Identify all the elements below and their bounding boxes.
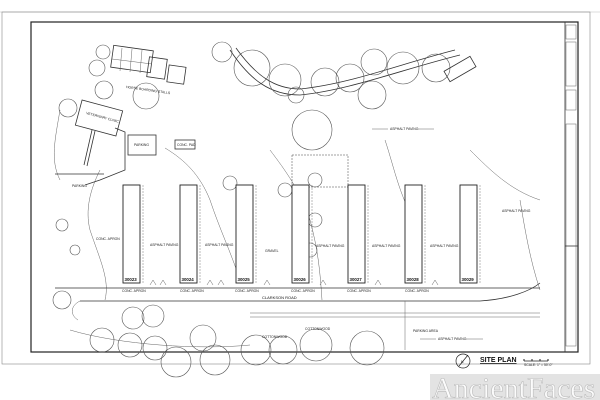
asphalt-top-label: ASPHALT PAVING (390, 127, 419, 131)
asphalt-label: ASPHALT PAVING (430, 244, 459, 248)
road-name: CLARKSON ROAD (262, 295, 297, 300)
small-structure (443, 55, 477, 83)
conc-pad-label: CONC. PAD (177, 143, 196, 147)
watermark-logo: AncientFaces (432, 372, 595, 400)
asphalt-bottom-label: ASPHALT PAVING (438, 337, 467, 341)
horse-stalls-label: HORSE BOARDING STALLS (126, 85, 171, 95)
conc-apron-label: CONC. APRON (122, 289, 146, 293)
asphalt-label: ASPHALT PAVING (150, 243, 179, 247)
outer-frame (1, 11, 591, 365)
clarkson-road: CLARKSON ROAD (55, 282, 541, 321)
fenced-area (291, 154, 349, 188)
parking-lot: PARKING PARKING CONC. PAD (55, 134, 196, 188)
building-number: 30027 (350, 277, 363, 282)
north-arrow: N (455, 353, 471, 369)
asphalt-label: ASPHALT PAVING (316, 244, 345, 248)
building-number: 30029 (462, 277, 475, 282)
building-number: 30028 (407, 277, 420, 282)
cottonwood-label: COTTONWOOD (262, 335, 288, 339)
contour-lines (53, 109, 541, 348)
asphalt-label: ASPHALT PAVING (205, 243, 234, 247)
conc-apron-label: CONC. APRON (180, 289, 204, 293)
building-30027: 30027 (347, 184, 366, 284)
drawing-frame (30, 21, 579, 353)
asphalt-paving-top: ASPHALT PAVING (372, 127, 434, 131)
building-number: 30024 (182, 277, 195, 282)
scale-bar (523, 359, 549, 362)
drawing-title: SITE PLAN (480, 357, 517, 364)
conc-apron-label: CONC. APRON (291, 289, 315, 293)
parking-left-label: PARKING (72, 184, 87, 188)
fence-notches (149, 279, 439, 286)
title-block (564, 22, 578, 352)
conc-apron-label: CONC. APRON (235, 289, 259, 293)
parking-area-label: PARKING AREA (413, 329, 439, 333)
curved-drive (229, 47, 461, 96)
building-30024: 30024 (179, 184, 198, 284)
vet-clinic-label: VETERINARY CLINIC (86, 111, 120, 124)
buildings: 30023 30024 30025 30026 30027 30028 3002… (122, 184, 478, 284)
conc-apron-label: CONC. APRON (347, 289, 371, 293)
gravel-label: GRAVEL (265, 249, 279, 253)
building-30029: 30029 (459, 184, 478, 284)
conc-apron-label: CONC. APRON (405, 289, 429, 293)
building-number: 30026 (294, 277, 307, 282)
watermark-band (430, 374, 600, 400)
building-number: 30025 (238, 277, 251, 282)
parking-label: PARKING (134, 143, 149, 147)
horse-boarding-stalls: HORSE BOARDING STALLS (110, 44, 187, 95)
building-edge-lines (142, 185, 481, 283)
scale-note: SCALE: 1" = 50'-0" (524, 363, 553, 367)
north-arrow-label: N (461, 360, 464, 364)
veterinary-clinic: VETERINARY CLINIC (74, 99, 126, 186)
building-30028: 30028 (404, 184, 423, 284)
building-30023: 30023 (122, 184, 141, 284)
building-30026: 30026 (291, 184, 310, 284)
asphalt-paving-bottom: ASPHALT PAVING (420, 337, 483, 341)
asphalt-label: ASPHALT PAVING (372, 244, 401, 248)
asphalt-label: ASPHALT PAVING (502, 209, 531, 213)
conc-apron-label: CONC. APRON (96, 237, 120, 241)
trees (52, 41, 451, 378)
cottonwood-label: COTTONWOOD (305, 327, 331, 331)
building-number: 30023 (125, 277, 138, 282)
building-30025: 30025 (235, 184, 254, 284)
